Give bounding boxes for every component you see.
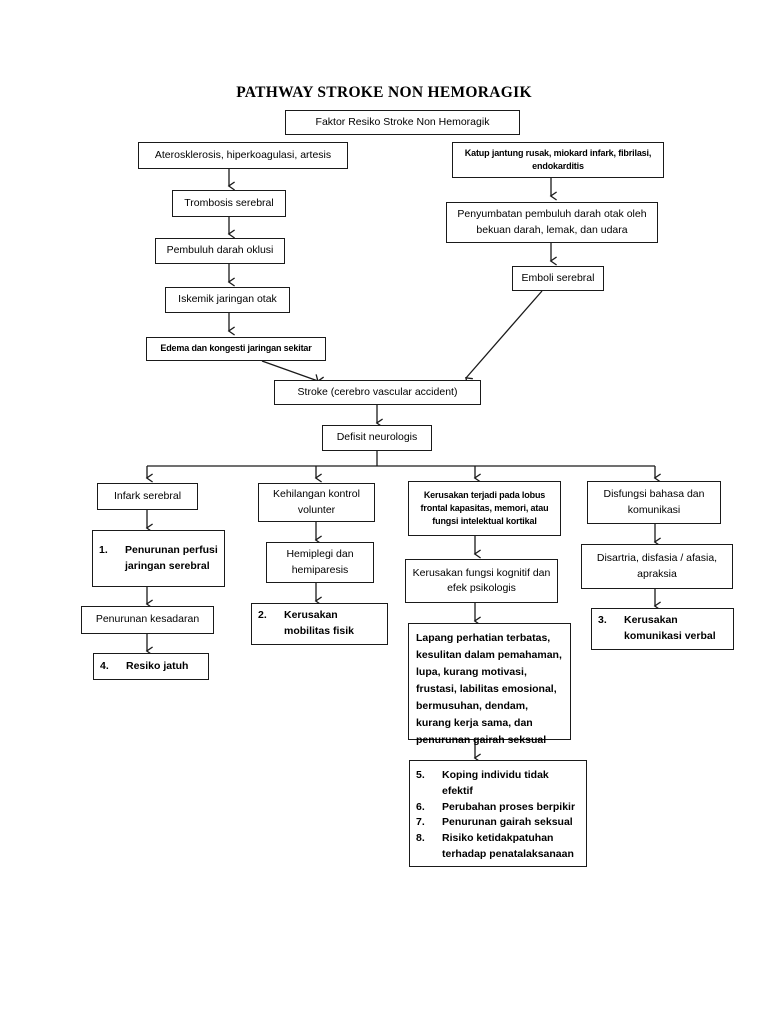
item-text: Kerusakan komunikasi verbal: [624, 614, 716, 642]
item-text: Penurunan gairah seksual: [442, 816, 573, 829]
item-number: 3.: [598, 614, 607, 627]
node-penurunan-perfusi[interactable]: 1. Penurunan perfusi jaringan serebral: [92, 530, 225, 587]
item-text: Resiko jatuh: [126, 659, 189, 672]
node-penyumbatan-pembuluh[interactable]: Penyumbatan pembuluh darah otak oleh bek…: [446, 202, 658, 243]
node-katup-jantung-rusak[interactable]: Katup jantung rusak, miokard infark, fib…: [452, 142, 664, 178]
node-faktor-resiko[interactable]: Faktor Resiko Stroke Non Hemoragik: [285, 110, 520, 135]
item-number: 6.: [416, 800, 425, 813]
item-number: 7.: [416, 816, 425, 829]
node-edema-kongesti[interactable]: Edema dan kongesti jaringan sekitar: [146, 337, 326, 361]
outcome-item: 5. Koping individu tidak efektif: [416, 768, 580, 800]
outcome-item: 8. Risiko ketidakpatuhan terhadap penatal…: [416, 831, 580, 863]
item-text: Penurunan perfusi jaringan serebral: [125, 543, 218, 572]
node-defisit-neurologis[interactable]: Defisit neurologis: [322, 425, 432, 451]
outcome-item: 6. Perubahan proses berpikir: [416, 800, 580, 816]
item-number: 2.: [258, 609, 267, 622]
item-number: 5.: [416, 769, 425, 781]
node-disartria-disfasia[interactable]: Disartria, disfasia / afasia, apraksia: [581, 544, 733, 589]
node-kerusakan-komunikasi-verbal[interactable]: 3. Kerusakan komunikasi verbal: [591, 608, 734, 650]
node-iskemik-jaringan-otak[interactable]: Iskemik jaringan otak: [165, 287, 290, 313]
item-text: Risiko ketidakpatuhan terhadap penatalak…: [442, 832, 574, 860]
node-emboli-serebral[interactable]: Emboli serebral: [512, 266, 604, 291]
node-aterosklerosis[interactable]: Aterosklerosis, hiperkoagulasi, artesis: [138, 142, 348, 169]
page-title: PATHWAY STROKE NON HEMORAGIK: [236, 84, 532, 101]
node-pembuluh-darah-oklusi[interactable]: Pembuluh darah oklusi: [155, 238, 285, 264]
item-number: 8.: [416, 832, 425, 844]
node-stroke-cva[interactable]: Stroke (cerebro vascular accident): [274, 380, 481, 405]
node-penurunan-kesadaran[interactable]: Penurunan kesadaran: [81, 606, 214, 634]
node-lapang-perhatian-terbatas[interactable]: Lapang perhatian terbatas, kesulitan dal…: [408, 623, 571, 746]
node-kerusakan-lobus-frontal[interactable]: Kerusakan terjadi pada lobus frontal kap…: [408, 481, 561, 536]
node-outcome-list[interactable]: 5. Koping individu tidak efektif 6. Perubah…: [409, 760, 587, 867]
node-trombosis-serebral[interactable]: Trombosis serebral: [172, 190, 286, 217]
node-kerusakan-fungsi-kognitif[interactable]: Kerusakan fungsi kognitif dan efek psiko…: [405, 559, 558, 603]
item-text: Perubahan proses berpikir: [442, 800, 576, 813]
item-text: Kerusakan mobilitas fisik: [284, 609, 355, 637]
node-hemiplegi-hemiparesis[interactable]: Hemiplegi dan hemiparesis: [266, 542, 374, 583]
node-kerusakan-mobilitas-fisik[interactable]: 2. Kerusakan mobilitas fisik: [251, 603, 388, 645]
node-kehilangan-kontrol-volunter[interactable]: Kehilangan kontrol volunter: [258, 483, 375, 522]
outcome-items: 5. Koping individu tidak efektif 6. Perubah…: [416, 768, 580, 863]
node-infark-serebral[interactable]: Infark serebral: [97, 483, 198, 510]
item-number: 1.: [99, 543, 108, 556]
item-text: Koping individu tidak efektif: [442, 769, 549, 797]
item-number: 4.: [100, 659, 109, 672]
node-resiko-jatuh[interactable]: 4. Resiko jatuh: [93, 653, 209, 680]
node-disfungsi-bahasa[interactable]: Disfungsi bahasa dan komunikasi: [587, 481, 721, 524]
outcome-item: 7. Penurunan gairah seksual: [416, 815, 580, 831]
